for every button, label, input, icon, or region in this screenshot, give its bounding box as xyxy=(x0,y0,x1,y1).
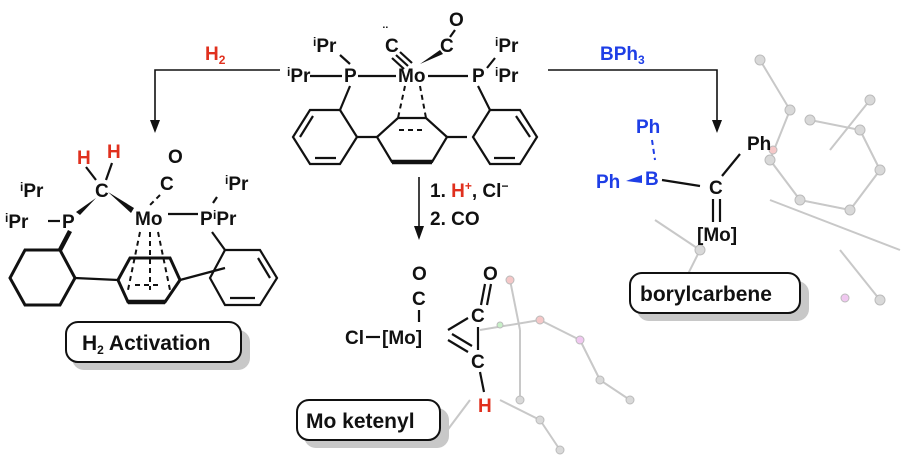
svg-text:Ph: Ph xyxy=(596,172,620,193)
svg-text:iPr: iPr xyxy=(20,180,44,202)
step-2-label: 2. CO xyxy=(430,209,480,230)
label-h2-activation: H2 Activation xyxy=(65,321,250,370)
svg-text:P: P xyxy=(472,66,485,87)
mo-ketenyl-product: O C Cl [Mo] O C C H xyxy=(345,264,498,417)
svg-text:iPr: iPr xyxy=(495,65,519,87)
svg-text:C: C xyxy=(440,36,454,57)
svg-text:Cl: Cl xyxy=(345,328,364,349)
svg-text:iPr: iPr xyxy=(213,208,237,230)
svg-text:C: C xyxy=(412,289,426,310)
svg-text:H: H xyxy=(77,148,91,169)
label-borylcarbene: borylcarbene xyxy=(629,272,809,321)
svg-text:iPr: iPr xyxy=(495,35,519,57)
borylcarbene-product: Ph Ph B C Ph [Mo] xyxy=(596,117,771,246)
svg-text:¨: ¨ xyxy=(383,23,388,39)
svg-text:C: C xyxy=(471,306,485,327)
arrow-h2-activation xyxy=(150,69,280,133)
svg-text:H2 Activation: H2 Activation xyxy=(82,332,210,357)
svg-text:Mo: Mo xyxy=(135,209,162,230)
svg-text:C: C xyxy=(95,181,109,202)
svg-text:[Mo]: [Mo] xyxy=(697,225,737,246)
svg-text:iPr: iPr xyxy=(313,35,337,57)
svg-text:C: C xyxy=(160,174,174,195)
step-1-label: 1. H+, Cl− xyxy=(430,179,508,202)
svg-text:B: B xyxy=(645,169,659,190)
svg-text:O: O xyxy=(483,264,498,285)
svg-text:P: P xyxy=(344,66,357,87)
arrow-ketenyl xyxy=(414,177,424,240)
svg-text:Ph: Ph xyxy=(636,117,660,138)
arrow-borylcarbene xyxy=(548,69,722,133)
svg-text:iPr: iPr xyxy=(225,173,249,195)
ortep-structure-right xyxy=(654,54,901,306)
svg-text:Mo ketenyl: Mo ketenyl xyxy=(306,410,415,433)
svg-text:Ph: Ph xyxy=(747,134,771,155)
reagent-bph3: BPh3 xyxy=(600,44,645,67)
svg-text:Mo: Mo xyxy=(398,66,425,87)
ortep-structure-middle xyxy=(435,275,635,455)
svg-text:H: H xyxy=(107,142,121,163)
svg-text:O: O xyxy=(449,10,464,31)
carbide-carbon: C xyxy=(385,36,399,57)
svg-text:P: P xyxy=(200,209,213,230)
starting-mo-complex: iPr iPr P Mo P iPr iPr C ¨ C O xyxy=(287,10,539,166)
svg-text:iPr: iPr xyxy=(287,65,311,87)
svg-text:O: O xyxy=(412,264,427,285)
reagent-h2: H2 xyxy=(205,44,226,67)
svg-text:C: C xyxy=(709,178,723,199)
svg-text:iPr: iPr xyxy=(5,211,29,233)
svg-text:H: H xyxy=(478,396,492,417)
svg-text:borylcarbene: borylcarbene xyxy=(640,283,772,306)
h2-activation-product: H H C Mo C O P P iPr iPr iPr iPr xyxy=(5,142,279,307)
svg-text:C: C xyxy=(471,352,485,373)
svg-text:P: P xyxy=(62,212,75,233)
svg-text:O: O xyxy=(168,147,183,168)
svg-text:[Mo]: [Mo] xyxy=(382,328,422,349)
label-mo-ketenyl: Mo ketenyl xyxy=(296,399,449,448)
